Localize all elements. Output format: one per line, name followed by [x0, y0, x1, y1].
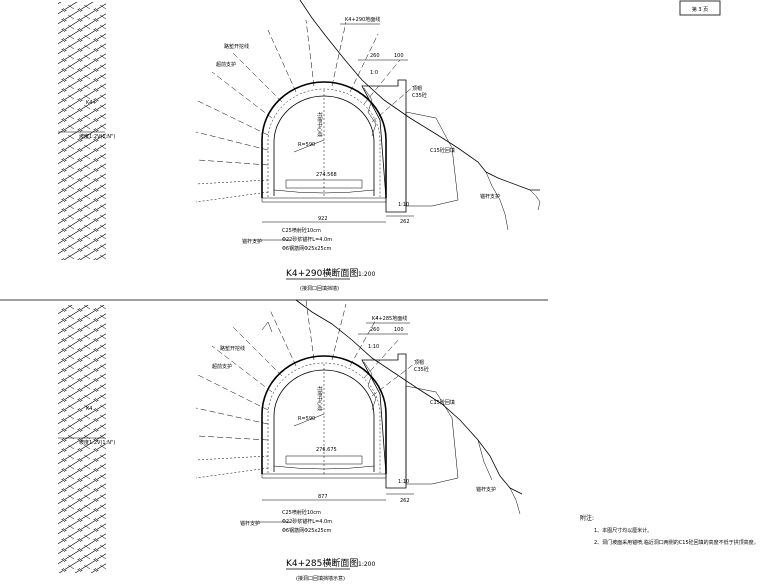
lining-outer	[261, 81, 387, 198]
ground-line-label: K4+290地面线	[345, 16, 380, 23]
dim-right: 262	[400, 219, 410, 225]
terrain-label: K4+	[86, 100, 97, 106]
dim-top-b: 100	[394, 327, 404, 333]
lining-center-label: 衬砌中心线	[316, 112, 323, 137]
lining-outer	[261, 355, 387, 474]
section-subtitle: (接洞口回填挡墙示意)	[296, 575, 345, 582]
dimension-lines: 260 100 877 262	[262, 327, 414, 504]
spec-line-1: C25喷射砼10cm	[282, 509, 321, 516]
backfill-area	[405, 111, 459, 207]
spec-line-3: Φ6钢筋网Φ25x25cm	[282, 245, 331, 252]
section-subtitle: (接洞口回填挡墙)	[300, 285, 339, 292]
section-scale: 1:200	[358, 561, 375, 568]
terrain-label: K4	[86, 406, 92, 412]
toe-label: 锚杆支护	[476, 486, 496, 493]
sheet-number-box: 第 3 页	[679, 0, 721, 16]
slope-label: 坡度1:2V(1:N")	[79, 133, 115, 140]
notes-heading: 附注:	[580, 514, 594, 522]
retaining-wall	[361, 353, 407, 489]
dim-total: 877	[318, 494, 328, 500]
radius-label: R=590	[298, 416, 315, 422]
toe-label: 锚杆支护	[480, 193, 500, 200]
slope-ratio-top: 1:0	[370, 70, 378, 76]
spec-line-2: Φ22砂浆锚杆L=4.0m	[282, 236, 332, 243]
dim-top-a: 260	[370, 327, 380, 333]
dim-total: 922	[318, 216, 328, 222]
backfill-label: C15砼回填	[430, 147, 455, 154]
rock-mass-hatch	[58, 305, 106, 573]
excavation-label: 路堑开挖线	[220, 345, 245, 352]
rock-mass-hatch	[58, 2, 106, 260]
spec-side-label: 锚杆支护	[242, 238, 262, 245]
slope-ratio-bottom: 1:10	[398, 202, 409, 208]
anchor-lines	[195, 299, 415, 441]
backfill-area	[405, 385, 459, 485]
section-title: K4+285横断面图	[286, 557, 358, 569]
bottom-dim-label: 276.675	[316, 447, 337, 453]
lining-inner	[273, 95, 375, 196]
dim-right: 262	[400, 498, 410, 504]
spec-callouts: 锚杆支护 C25喷射砼10cm Φ22砂浆锚杆L=4.0m Φ6钢筋网Φ25x2…	[242, 227, 332, 252]
section-k4-285: K4 坡度1:2V(1:N") K4+285地面线	[58, 299, 523, 582]
section-scale: 1:200	[358, 271, 375, 278]
spec-line-2: Φ22砂浆锚杆L=4.0m	[282, 518, 332, 525]
note-1: 1、本图尺寸均以厘米计。	[594, 527, 652, 534]
slope-label: 坡度1:2V(1:N")	[79, 439, 115, 446]
ground-line-label: K4+285地面线	[372, 315, 407, 322]
section-k4-290: K4+ 坡度1:2V(1:N") K4+290地面线	[58, 0, 541, 292]
dim-top-a: 260	[370, 53, 380, 59]
sheet-number: 第 3 页	[692, 6, 708, 13]
radius-label: R=590	[298, 142, 315, 148]
slope-ratio-top: 1:10	[368, 344, 379, 350]
spec-side-label: 锚杆支护	[240, 520, 260, 527]
spec-line-1: C25喷射砼10cm	[282, 227, 321, 234]
dimension-lines: 260 100 922 262	[262, 53, 414, 225]
dim-top-b: 100	[394, 53, 404, 59]
retaining-wall	[361, 79, 407, 213]
ground-line	[295, 299, 523, 495]
spec-line-3: Φ6钢筋网Φ25x25cm	[282, 527, 331, 534]
wall-top-label: 顶帽	[414, 359, 424, 366]
ground-line	[299, 0, 540, 191]
wall-top-label: 顶帽	[412, 85, 422, 92]
slope-ratio-bottom: 1:10	[398, 479, 409, 485]
excavation-label: 路堑开挖线	[224, 43, 249, 50]
lining-center-label: 衬砌中心线	[316, 386, 323, 411]
notes-block: 附注: 1、本图尺寸均以厘米计。 2、洞门坡面采用锚喷,临近洞口两侧的C15砼回…	[580, 514, 759, 546]
arch-support-label: 超前支护	[212, 363, 232, 370]
bottom-dim-label: 274.568	[316, 172, 337, 178]
section-title: K4+290横断面图	[286, 267, 358, 279]
concrete-label: C35砼	[414, 366, 429, 373]
note-2: 2、洞门坡面采用锚喷,临近洞口两侧的C15砼回填的高度不低于拱顶高度。	[594, 539, 759, 546]
lining-inner	[273, 369, 375, 472]
spec-callouts: 锚杆支护 C25喷射砼10cm Φ22砂浆锚杆L=4.0m Φ6钢筋网Φ25x2…	[240, 509, 332, 534]
arch-support-label: 超前支护	[216, 61, 236, 68]
backfill-label: C15砼回填	[430, 399, 455, 406]
concrete-label: C35砼	[412, 92, 427, 99]
